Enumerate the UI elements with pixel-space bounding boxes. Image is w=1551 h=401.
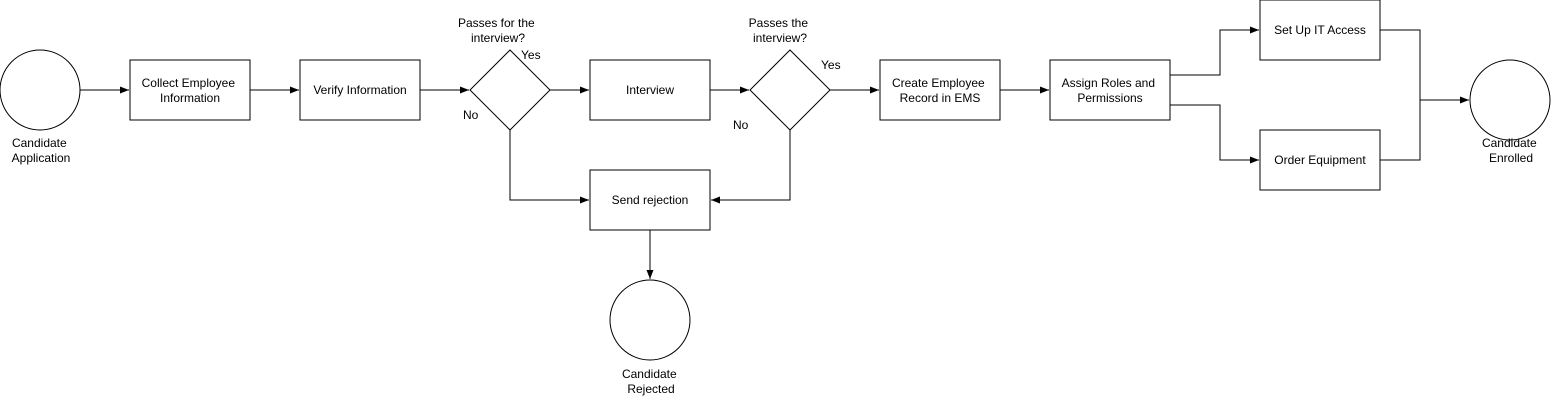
assign-label-line-1: Assign Roles and: [1062, 76, 1155, 90]
decision2-yes-label: Yes: [821, 58, 841, 72]
edge-equipment-to-enrolled: [1380, 100, 1421, 161]
node-decision-passes-for-interview: Passes for the interview?: [458, 16, 551, 131]
node-candidate-enrolled: Candidate Enrolled: [1469, 59, 1551, 165]
create-label-line-2: Record in EMS: [900, 91, 981, 105]
enrolled-label-line-2: Enrolled: [1489, 151, 1533, 165]
svg-text:Order Equipment: Order Equipment: [1274, 153, 1366, 167]
edges: [80, 26, 1469, 279]
enrolled-label-line-1: Candidate: [1482, 136, 1537, 150]
svg-text:Passes the interview?: Passes the interview?: [749, 16, 812, 45]
node-candidate-rejected: Candidate Rejected: [609, 279, 691, 396]
rejection-label: Send rejection: [612, 193, 689, 207]
equipment-label: Order Equipment: [1274, 153, 1366, 167]
node-set-up-it-access: Set Up IT Access: [1259, 0, 1381, 61]
collect-label-line-2: Information: [160, 91, 220, 105]
node-interview: Interview: [589, 59, 711, 121]
decision2-no-label: No: [733, 118, 749, 132]
edge-it-access-to-enrolled: [1380, 29, 1469, 104]
edge-decision2-no-to-rejection: [711, 130, 791, 204]
start-label-line-1: Candidate: [12, 136, 67, 150]
decision1-label-line-2: interview?: [471, 31, 525, 45]
svg-text:Interview: Interview: [626, 83, 674, 97]
svg-text:Verify Information: Verify Information: [313, 83, 406, 97]
edge-assign-to-it-access: [1170, 26, 1259, 76]
node-verify-information: Verify Information: [299, 59, 421, 121]
it-access-label: Set Up IT Access: [1274, 23, 1366, 37]
verify-label: Verify Information: [313, 83, 406, 97]
decision2-label-line-2: interview?: [753, 31, 807, 45]
svg-text:Assign Roles and Permiss: Assign Roles and Permissions: [1062, 76, 1159, 105]
edge-decision1-no-to-rejection: [509, 130, 589, 204]
create-label-line-1: Create Employee: [892, 76, 985, 90]
node-decision-passes-the-interview: Passes the interview?: [749, 16, 831, 131]
svg-text:Candidate Application: Candidate Application: [12, 136, 71, 165]
svg-text:Set Up IT Access: Set Up IT Access: [1274, 23, 1366, 37]
edge-labels: Yes No Yes No: [463, 48, 841, 132]
svg-text:Passes for the interview: Passes for the interview?: [458, 16, 538, 45]
edge-assign-to-equipment: [1170, 104, 1259, 164]
decision1-yes-label: Yes: [521, 48, 541, 62]
rejected-label-line-1: Candidate: [622, 367, 677, 381]
interview-label: Interview: [626, 83, 674, 97]
node-assign-roles-and-permissions: Assign Roles and Permissions: [1049, 59, 1171, 121]
decision2-label-line-1: Passes the: [749, 16, 809, 30]
svg-text:Create Employee Record i: Create Employee Record in EMS: [892, 76, 988, 105]
node-order-equipment: Order Equipment: [1259, 129, 1381, 191]
assign-label-line-2: Permissions: [1077, 91, 1142, 105]
svg-text:Send rejection: Send rejection: [612, 193, 689, 207]
node-create-employee-record: Create Employee Record in EMS: [879, 59, 1001, 121]
rejected-label-line-2: Rejected: [627, 382, 674, 396]
svg-text:Candidate Enrolled: Candidate Enrolled: [1482, 136, 1540, 165]
decision1-label-line-1: Passes for the: [458, 16, 535, 30]
decision1-no-label: No: [463, 108, 479, 122]
node-candidate-application: Candidate Application: [0, 49, 81, 165]
node-collect-employee-information: Collect Employee Information: [129, 59, 251, 121]
svg-text:Candidate Rejected: Candidate Rejected: [622, 367, 680, 396]
svg-text:Collect Employee Informa: Collect Employee Information: [142, 76, 239, 105]
node-send-rejection: Send rejection: [589, 169, 711, 231]
start-label-line-2: Application: [12, 151, 71, 165]
collect-label-line-1: Collect Employee: [142, 76, 236, 90]
